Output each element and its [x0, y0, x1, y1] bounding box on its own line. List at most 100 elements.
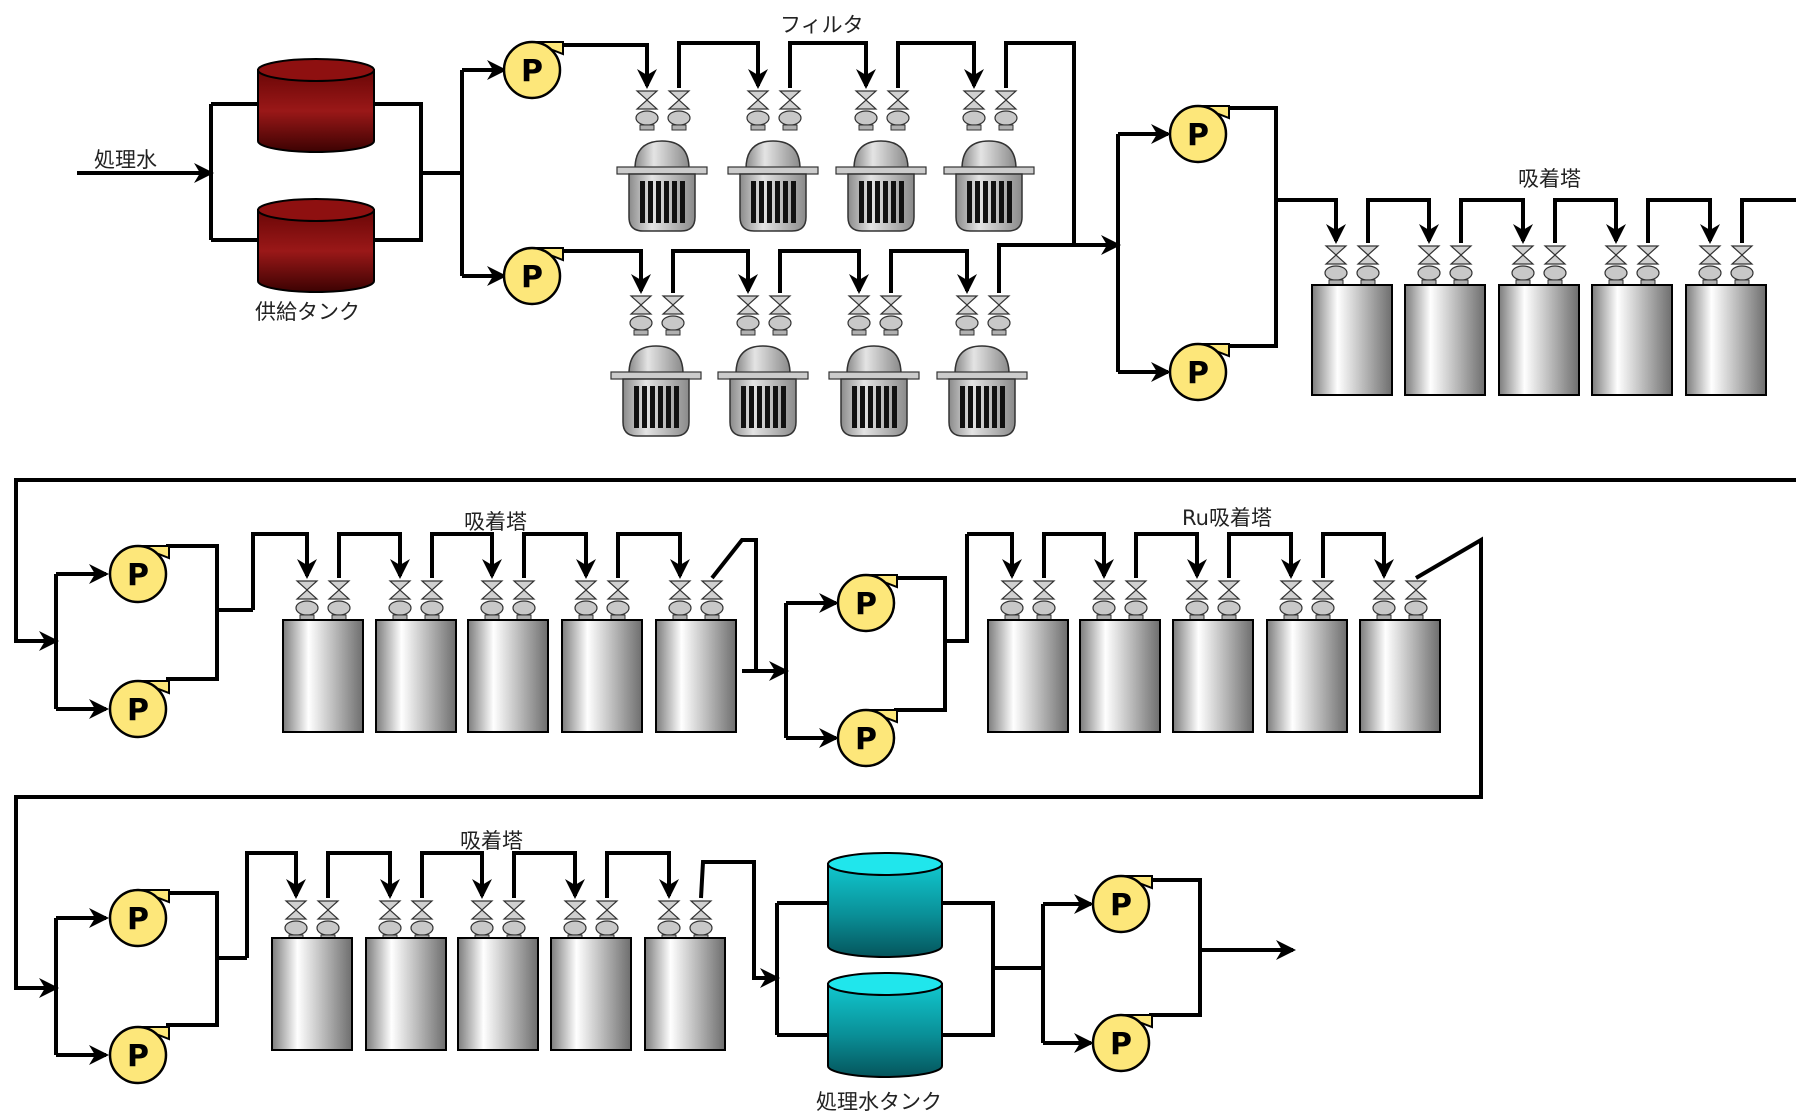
diagram-shape — [639, 124, 655, 131]
diagram-shape — [606, 580, 630, 591]
diagram-shape — [1324, 245, 1348, 256]
flow-arrow — [560, 43, 657, 89]
diagram-shape — [1311, 580, 1335, 591]
diagram-shape — [1730, 245, 1754, 256]
diagram-shape — [998, 124, 1014, 131]
diagram-shape — [1000, 589, 1024, 600]
diagram-shape — [783, 181, 788, 223]
adsorber-label-3: 吸着塔 — [460, 829, 523, 853]
flow-arrow — [245, 851, 306, 958]
diagram-shape — [1449, 245, 1473, 256]
diagram-shape — [502, 246, 562, 306]
flow-arrow — [1134, 532, 1207, 579]
diagram-shape — [480, 580, 504, 591]
diagram-shape — [962, 110, 986, 126]
diagram-shape — [1356, 245, 1380, 256]
valve-icon — [1279, 580, 1303, 621]
flow-arrow — [560, 249, 651, 294]
diagram-shape — [295, 600, 319, 616]
valve-icon — [1356, 245, 1380, 286]
valve-icon — [854, 90, 878, 131]
diagram-shape — [1279, 600, 1303, 616]
valve-icon — [410, 900, 434, 941]
diagram-shape — [884, 386, 889, 428]
tank-icon — [827, 852, 943, 958]
diagram-shape — [836, 708, 896, 768]
adsorber-label-2: 吸着塔 — [464, 510, 527, 534]
diagram-shape — [847, 315, 871, 331]
valve-icon — [667, 90, 691, 131]
diagram-shape — [635, 90, 659, 101]
diagram-shape — [994, 90, 1018, 101]
valve-icon — [955, 295, 979, 336]
diagram-shape — [835, 166, 927, 175]
valve-icon — [962, 90, 986, 131]
diagram-shape — [1124, 589, 1148, 600]
diagram-shape — [745, 140, 801, 170]
diagram-shape — [749, 386, 754, 428]
adsorption-column-icon — [1404, 284, 1486, 396]
diagram-shape — [622, 378, 690, 437]
diagram-shape — [628, 173, 696, 232]
diagram-shape — [883, 181, 888, 223]
flow-arrow — [1042, 532, 1114, 579]
pump-label: P — [521, 260, 543, 295]
diagram-shape — [859, 181, 864, 223]
diagram-shape — [772, 329, 788, 336]
pump-label: P — [127, 693, 149, 728]
diagram-shape — [1636, 245, 1660, 256]
diagram-shape — [778, 90, 802, 101]
diagram-shape — [1185, 580, 1209, 591]
flow-arrow — [337, 532, 410, 579]
pipe-line — [1226, 106, 1278, 348]
diagram-shape — [773, 386, 778, 428]
diagram-shape — [316, 920, 340, 936]
diagram-shape — [650, 386, 655, 428]
valve-icon — [1372, 580, 1396, 621]
diagram-shape — [1185, 600, 1209, 616]
diagram-shape — [284, 900, 308, 911]
pump-icon: P — [836, 708, 898, 768]
diagram-shape — [778, 110, 802, 126]
diagram-shape — [1217, 600, 1241, 616]
filter-vessel-icon — [610, 345, 702, 437]
diagram-shape — [420, 580, 444, 591]
diagram-shape — [1279, 589, 1303, 600]
diagram-shape — [1511, 254, 1535, 265]
adsorption-column-icon — [1359, 619, 1441, 733]
diagram-shape — [295, 580, 319, 591]
diagram-shape — [994, 99, 1018, 110]
pipe-line — [1740, 198, 1796, 243]
adsorption-column-icon — [1498, 284, 1580, 396]
diagram-shape — [765, 386, 770, 428]
filter-vessel-icon — [727, 140, 819, 232]
diagram-shape — [739, 173, 807, 232]
diagram-shape — [1404, 600, 1428, 616]
flow-arrow — [326, 851, 400, 899]
diagram-shape — [606, 589, 630, 600]
diagram-shape — [1543, 265, 1567, 281]
valve-icon — [606, 580, 630, 621]
flow-arrow — [512, 851, 585, 899]
diagram-shape — [642, 386, 647, 428]
valve-icon — [295, 580, 319, 621]
diagram-shape — [847, 295, 871, 306]
diagram-shape — [1032, 600, 1056, 616]
diagram-shape — [661, 304, 685, 315]
valve-icon — [502, 900, 526, 941]
valve-icon — [1543, 245, 1567, 286]
diagram-shape — [634, 140, 690, 170]
diagram-shape — [502, 40, 562, 100]
diagram-shape — [668, 589, 692, 600]
diagram-shape — [1092, 600, 1116, 616]
diagram-shape — [1730, 265, 1754, 281]
pipe-line — [1149, 878, 1202, 1017]
valve-icon — [388, 580, 412, 621]
valve-icon — [778, 90, 802, 131]
tank-icon — [257, 198, 375, 293]
pump-icon: P — [502, 40, 564, 100]
diagram-shape — [1311, 600, 1335, 616]
valve-icon — [1730, 245, 1754, 286]
diagram-shape — [378, 900, 402, 911]
valve-icon — [629, 295, 653, 336]
